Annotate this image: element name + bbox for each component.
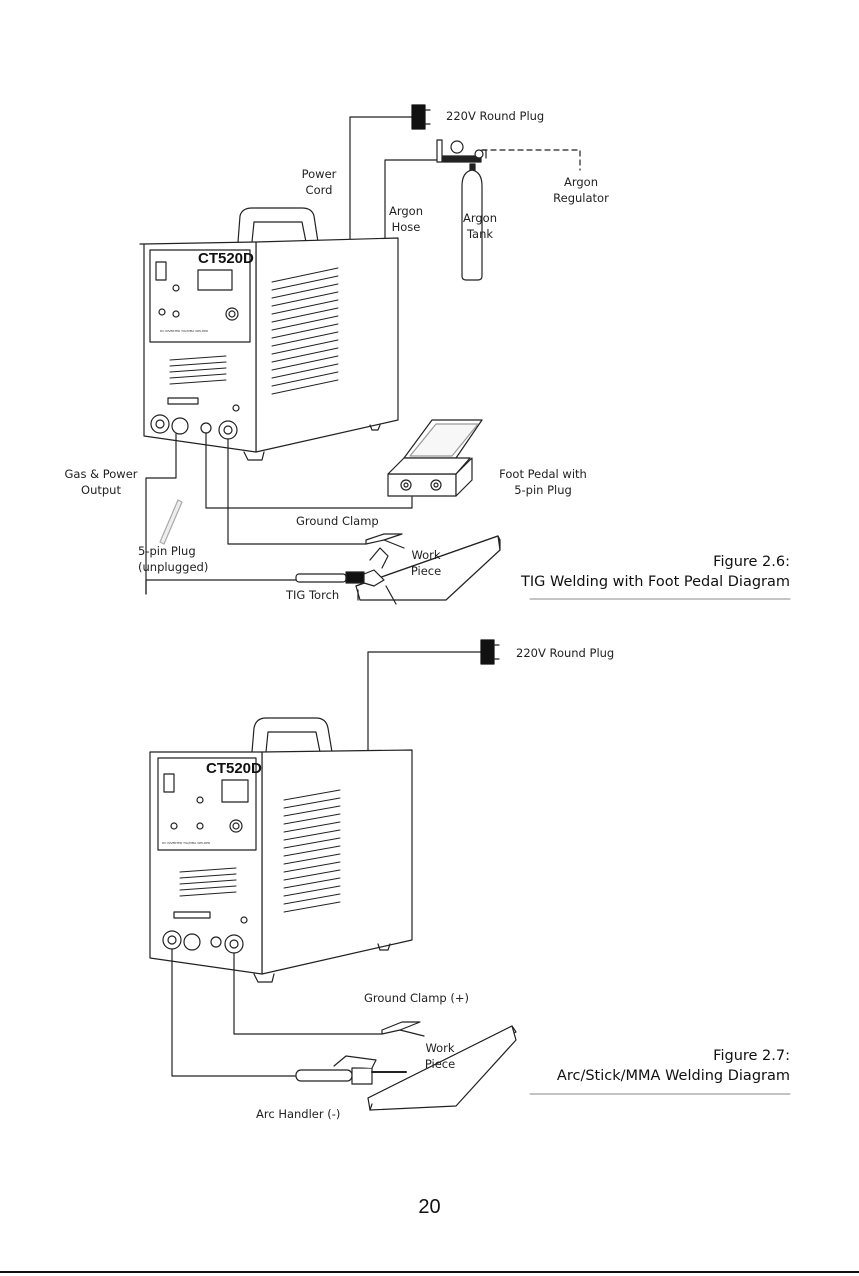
svg-text:DC INVERTER TIG/MMA WELDER: DC INVERTER TIG/MMA WELDER xyxy=(162,841,210,845)
argon-regulator-icon xyxy=(436,139,487,163)
label-work-piece-fig-2-6: Work Piece xyxy=(404,547,448,579)
welder-machine-icon: DC INVERTER TIG/MMA WELDER xyxy=(139,207,399,461)
power-cord-line xyxy=(367,651,482,751)
label-line: Cord xyxy=(305,183,333,197)
gas-power-output-cable xyxy=(145,433,177,595)
tig-torch-cable xyxy=(145,579,297,595)
caption-number: Figure 2.7: xyxy=(713,1048,790,1064)
label-line: Foot Pedal with xyxy=(499,467,587,481)
ground-clamp-cable xyxy=(233,952,383,1035)
label-line: Gas & Power xyxy=(64,467,138,481)
label-argon-hose: Argon Hose xyxy=(385,203,427,235)
arc-handler-cable xyxy=(171,948,297,1077)
label-ground-clamp-plus: Ground Clamp (+) xyxy=(364,991,469,1005)
figure-2-7-caption: Figure 2.7: Arc/Stick/MMA Welding Diagra… xyxy=(557,1046,790,1086)
label-line: 5-pin Plug xyxy=(138,544,196,558)
caption-title: TIG Welding with Foot Pedal Diagram xyxy=(520,574,790,590)
welder-machine-icon: DC INVERTER TIG/MMA WELDER xyxy=(149,717,413,983)
work-piece-icon xyxy=(355,535,501,601)
svg-text:DC INVERTER TIG/MMA WELDER: DC INVERTER TIG/MMA WELDER xyxy=(160,329,208,333)
figure-2-7-diagram: DC INVERTER TIG/MMA WELDER xyxy=(149,639,791,1111)
model-name-fig-2-6: CT520D xyxy=(198,250,254,267)
ground-clamp-cable xyxy=(227,438,367,545)
label-arc-handler: Arc Handler (-) xyxy=(256,1107,341,1121)
argon-hose-line xyxy=(384,159,441,243)
model-name-fig-2-7: CT520D xyxy=(206,760,262,777)
label-argon-regulator: Argon Regulator xyxy=(546,174,616,206)
ground-clamp-icon xyxy=(381,1021,425,1037)
foot-pedal-cable xyxy=(205,432,413,509)
label-line: Tank xyxy=(466,227,494,241)
caption-title: Arc/Stick/MMA Welding Diagram xyxy=(556,1068,790,1084)
label-tig-torch: TIG Torch xyxy=(286,588,340,602)
label-line: (unplugged) xyxy=(138,560,209,574)
work-piece-icon xyxy=(367,1025,517,1111)
label-power-cord: Power Cord xyxy=(292,166,346,198)
plug-icon xyxy=(480,639,500,665)
label-five-pin-plug: 5-pin Plug (unplugged) xyxy=(138,543,208,575)
figure-2-6-diagram: DC INVERTER TIG/MMA WELDER xyxy=(139,104,791,605)
label-line: 5-pin Plug xyxy=(514,483,572,497)
label-220v-plug-fig-2-7: 220V Round Plug xyxy=(516,646,615,660)
label-argon-tank: Argon Tank xyxy=(458,210,502,242)
plug-icon xyxy=(411,104,431,130)
label-line: Piece xyxy=(410,564,442,578)
regulator-leader-line xyxy=(481,149,581,171)
figure-2-6-caption: Figure 2.6: TIG Welding with Foot Pedal … xyxy=(521,552,790,592)
label-gas-power-output: Gas & Power Output xyxy=(50,466,152,498)
label-220v-plug-fig-2-6: 220V Round Plug xyxy=(446,109,545,123)
label-ground-clamp: Ground Clamp xyxy=(296,514,379,528)
five-pin-plug-icon xyxy=(159,499,183,545)
label-line: Argon xyxy=(462,211,498,225)
label-line: Piece xyxy=(424,1057,456,1071)
argon-tank-icon xyxy=(461,163,483,281)
label-work-piece-fig-2-7: Work Piece xyxy=(418,1040,462,1072)
label-line: Hose xyxy=(391,220,421,234)
caption-number: Figure 2.6: xyxy=(713,554,790,570)
power-cord-line xyxy=(349,116,413,243)
label-line: Power xyxy=(301,167,337,181)
page-number: 20 xyxy=(418,1196,441,1218)
arc-handler-icon xyxy=(295,1055,407,1085)
label-foot-pedal: Foot Pedal with 5-pin Plug xyxy=(488,466,598,498)
tig-torch-icon xyxy=(295,547,397,605)
label-line: Argon xyxy=(388,204,424,218)
label-line: Argon xyxy=(563,175,599,189)
label-line: Work xyxy=(411,548,441,562)
ground-clamp-icon xyxy=(365,533,405,549)
label-line: Work xyxy=(425,1041,455,1055)
label-line: Regulator xyxy=(553,191,609,205)
label-line: Output xyxy=(81,483,121,497)
foot-pedal-icon xyxy=(387,419,483,497)
